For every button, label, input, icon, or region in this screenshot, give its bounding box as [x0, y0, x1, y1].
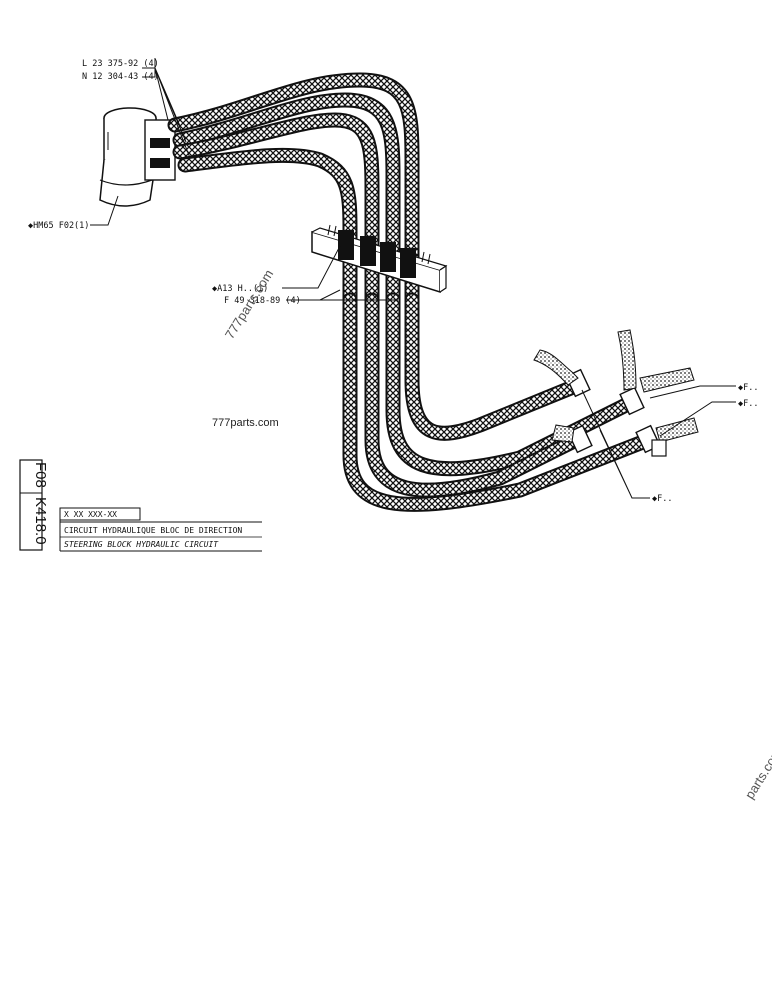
title-english: STEERING BLOCK HYDRAULIC CIRCUIT — [64, 540, 219, 549]
title-french: CIRCUIT HYDRAULIQUE BLOC DE DIRECTION — [64, 526, 242, 535]
part-label-l: L 23 375-92 (4) — [82, 59, 159, 69]
drawing-code-top: F08 — [32, 462, 49, 488]
hose-bundle — [167, 72, 656, 512]
leader-lines — [90, 58, 736, 499]
end-fittings — [533, 329, 699, 457]
part-label-f-3: ◆F.. — [652, 494, 672, 504]
part-label-n: N 12 304-43 (4) — [82, 72, 159, 82]
part-label-f-1: ◆F.. — [738, 383, 758, 393]
part-label-f-2: ◆F.. — [738, 399, 758, 409]
part-label-f49: F 49 318-89 (4) — [224, 296, 301, 306]
hose-clamp — [311, 224, 448, 294]
drawing-code-bottom: K418.0 — [32, 497, 49, 545]
watermark-center: 777parts.com — [212, 417, 279, 429]
steering-block — [99, 107, 176, 207]
watermark-corner: parts.com — [742, 745, 772, 801]
part-label-a13: ◆A13 H..(1) — [212, 284, 268, 294]
reference-number: X XX XXX-XX — [64, 510, 117, 519]
part-label-hm65: ◆HM65 F02(1) — [28, 221, 89, 231]
title-block: F08 K418.0 X XX XXX-XX CIRCUIT HYDRAULIQ… — [19, 459, 262, 552]
